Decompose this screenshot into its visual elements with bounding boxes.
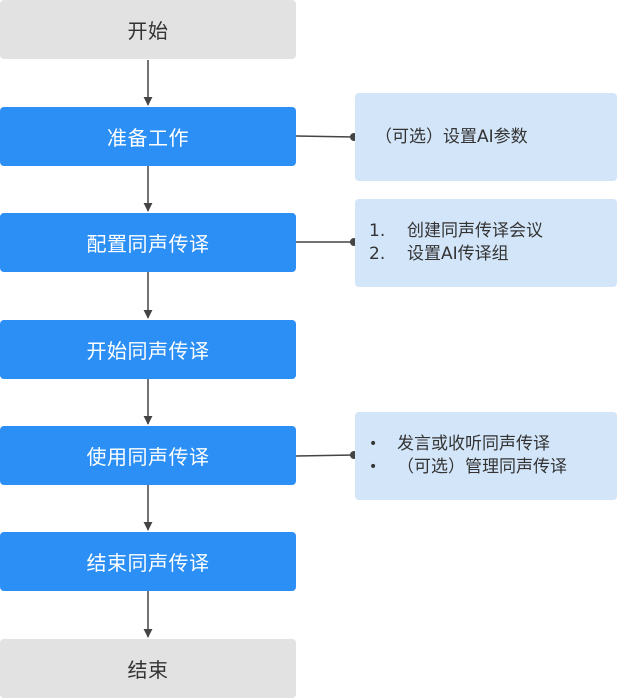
list-marker: 2. <box>369 244 386 264</box>
step-configure-interpretation: 配置同声传译 <box>0 213 296 272</box>
step-start-interpretation: 开始同声传译 <box>0 320 296 379</box>
list-item-text: （可选）管理同声传译 <box>397 457 567 477</box>
bullet-icon: • <box>369 459 378 475</box>
list-marker: 1. <box>369 221 386 241</box>
list-item-text: 设置AI传译组 <box>407 244 509 264</box>
connector-use-note <box>295 454 355 457</box>
connector-prepare-note <box>295 135 355 138</box>
flow-start: 开始 <box>0 0 296 59</box>
list-item: 2. 设置AI传译组 <box>355 243 617 266</box>
note-use-list: • 发言或收听同声传译 • （可选）管理同声传译 <box>355 433 617 479</box>
note-configure-list: 1. 创建同声传译会议 2. 设置AI传译组 <box>355 220 617 266</box>
bullet-icon: • <box>369 436 378 452</box>
list-item-text: 发言或收听同声传译 <box>397 434 550 454</box>
note-prepare-text: （可选）设置AI参数 <box>375 126 528 147</box>
list-item-text: 创建同声传译会议 <box>407 221 543 241</box>
step-end-interpretation: 结束同声传译 <box>0 532 296 591</box>
note-configure: 1. 创建同声传译会议 2. 设置AI传译组 <box>355 199 617 287</box>
list-item: • （可选）管理同声传译 <box>355 456 617 479</box>
list-item: • 发言或收听同声传译 <box>355 433 617 456</box>
flow-end: 结束 <box>0 639 296 698</box>
step-prepare: 准备工作 <box>0 107 296 166</box>
note-prepare: （可选）设置AI参数 <box>355 93 617 181</box>
note-use: • 发言或收听同声传译 • （可选）管理同声传译 <box>355 412 617 500</box>
step-use-interpretation: 使用同声传译 <box>0 426 296 485</box>
list-item: 1. 创建同声传译会议 <box>355 220 617 243</box>
